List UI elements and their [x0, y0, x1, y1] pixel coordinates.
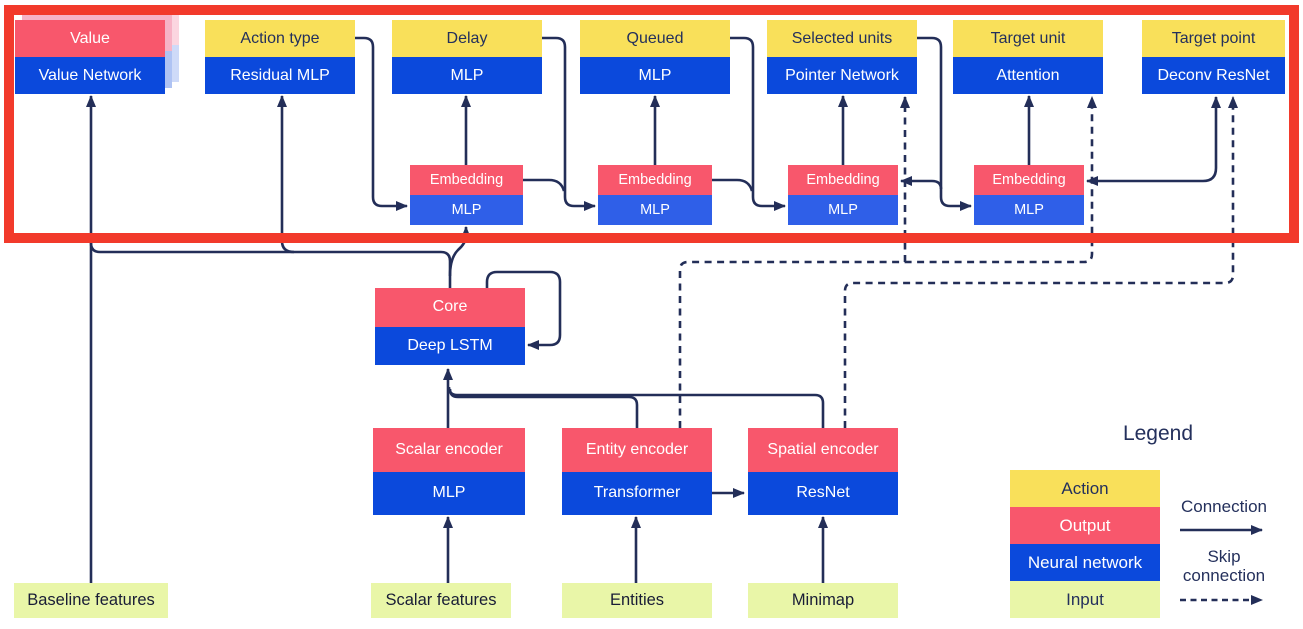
head-target-point: Target point Deconv ResNet [1142, 20, 1285, 94]
core-block: Core Deep LSTM [375, 288, 525, 365]
embedding-1: Embedding MLP [410, 165, 523, 225]
head-queued-network-label: MLP [580, 57, 730, 94]
head-selected-units-action-label: Selected units [767, 20, 917, 57]
head-value: Value Value Network [15, 20, 165, 94]
entity-encoder: Entity encoder Transformer [562, 428, 712, 515]
head-target-point-action-label: Target point [1142, 20, 1285, 57]
line-embedding2-merge [712, 178, 754, 192]
input-baseline-features: Baseline features [14, 583, 168, 618]
spatial-encoder-network-label: ResNet [748, 471, 898, 515]
embedding-3-label: Embedding [788, 165, 898, 195]
embedding-2-label: Embedding [598, 165, 712, 195]
skip-entity-to-attention [678, 96, 1097, 428]
spatial-encoder: Spatial encoder ResNet [748, 428, 898, 515]
line-selected-units-feedback-embedding3 [900, 176, 943, 190]
head-selected-units-network-label: Pointer Network [767, 57, 917, 94]
head-selected-units: Selected units Pointer Network [767, 20, 917, 94]
legend-connection-label: Connection [1180, 497, 1267, 516]
head-delay-network-label: MLP [392, 57, 542, 94]
head-target-unit: Target unit Attention [953, 20, 1103, 94]
legend-input-swatch: Input [1010, 581, 1160, 618]
head-target-unit-action-label: Target unit [953, 20, 1103, 57]
head-value-network-label: Value Network [15, 57, 165, 94]
embedding-2: Embedding MLP [598, 165, 712, 225]
core-label: Core [375, 288, 525, 327]
embedding-4-label: Embedding [974, 165, 1084, 195]
legend-title: Legend [1122, 422, 1194, 445]
scalar-encoder: Scalar encoder MLP [373, 428, 525, 515]
skip-spatial-to-deconv-resnet [843, 96, 1238, 428]
head-queued: Queued MLP [580, 20, 730, 94]
embedding-2-network-label: MLP [598, 195, 712, 225]
line-core-to-embedding1 [448, 226, 471, 277]
embedding-4: Embedding MLP [974, 165, 1084, 225]
line-embedding1-merge [523, 178, 566, 192]
entity-encoder-label: Entity encoder [562, 428, 712, 472]
line-entity-encoder-to-lstm [448, 388, 639, 428]
input-entities: Entities [562, 583, 712, 618]
head-target-unit-network-label: Attention [953, 57, 1103, 94]
head-value-output-label: Value [15, 20, 165, 57]
input-scalar-features: Scalar features [371, 583, 511, 618]
legend-output-swatch: Output [1010, 507, 1160, 544]
line-core-to-residual-mlp [277, 95, 295, 254]
line-spatial-encoder-to-lstm [447, 386, 825, 428]
spatial-encoder-label: Spatial encoder [748, 428, 898, 472]
scalar-encoder-label: Scalar encoder [373, 428, 525, 472]
line-embedding4-to-deconv-resnet [1086, 96, 1221, 186]
head-target-point-network-label: Deconv ResNet [1142, 57, 1285, 94]
embedding-4-network-label: MLP [974, 195, 1084, 225]
entity-encoder-network-label: Transformer [562, 471, 712, 515]
head-action-type-action-label: Action type [205, 20, 355, 57]
scalar-encoder-network-label: MLP [373, 471, 525, 515]
embedding-1-label: Embedding [410, 165, 523, 195]
core-network-label: Deep LSTM [375, 326, 525, 365]
legend-action-swatch: Action [1010, 470, 1160, 507]
embedding-3: Embedding MLP [788, 165, 898, 225]
head-delay-action-label: Delay [392, 20, 542, 57]
legend-neural-network-swatch: Neural network [1010, 544, 1160, 581]
legend-skip-connection-label: Skip connection [1182, 547, 1266, 585]
head-queued-action-label: Queued [580, 20, 730, 57]
input-minimap: Minimap [748, 583, 898, 618]
line-core-output-stem [89, 242, 452, 288]
embedding-1-network-label: MLP [410, 195, 523, 225]
legend-swatches: Action Output Neural network Input [1010, 470, 1160, 618]
head-delay: Delay MLP [392, 20, 542, 94]
head-action-type: Action type Residual MLP [205, 20, 355, 94]
head-action-type-network-label: Residual MLP [205, 57, 355, 94]
embedding-3-network-label: MLP [788, 195, 898, 225]
